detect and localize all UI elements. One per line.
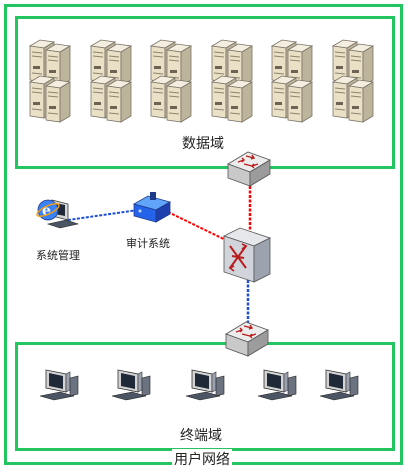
link-mgmt-to-audit	[67, 209, 139, 221]
core-switch-icon	[222, 227, 272, 283]
terminal-pc-5	[319, 369, 359, 401]
user-network-label: 用户网络	[172, 449, 232, 469]
server-group-3	[151, 40, 191, 122]
server-group-6	[333, 40, 373, 122]
system-management-label: 系统管理	[36, 249, 80, 262]
server-group-5	[272, 40, 312, 122]
server-group-1	[30, 40, 70, 122]
audit-system-label: 审计系统	[126, 237, 170, 250]
svg-text:e: e	[42, 203, 51, 219]
terminal-pc-1	[39, 369, 79, 401]
terminal-domain-switch	[225, 321, 269, 357]
data-domain-zone	[15, 16, 395, 169]
management-workstation-icon: e	[36, 199, 80, 229]
data-domain-switch	[227, 151, 271, 187]
data-domain-label: 数据域	[182, 136, 224, 152]
terminal-pc-4	[257, 369, 297, 401]
audit-appliance-icon	[132, 192, 172, 223]
terminal-pc-3	[185, 369, 225, 401]
server-group-4	[212, 40, 252, 122]
terminal-domain-label: 终端域	[180, 428, 222, 444]
link-audit-to-core	[167, 211, 233, 244]
server-group-2	[91, 40, 131, 122]
terminal-pc-2	[111, 369, 151, 401]
